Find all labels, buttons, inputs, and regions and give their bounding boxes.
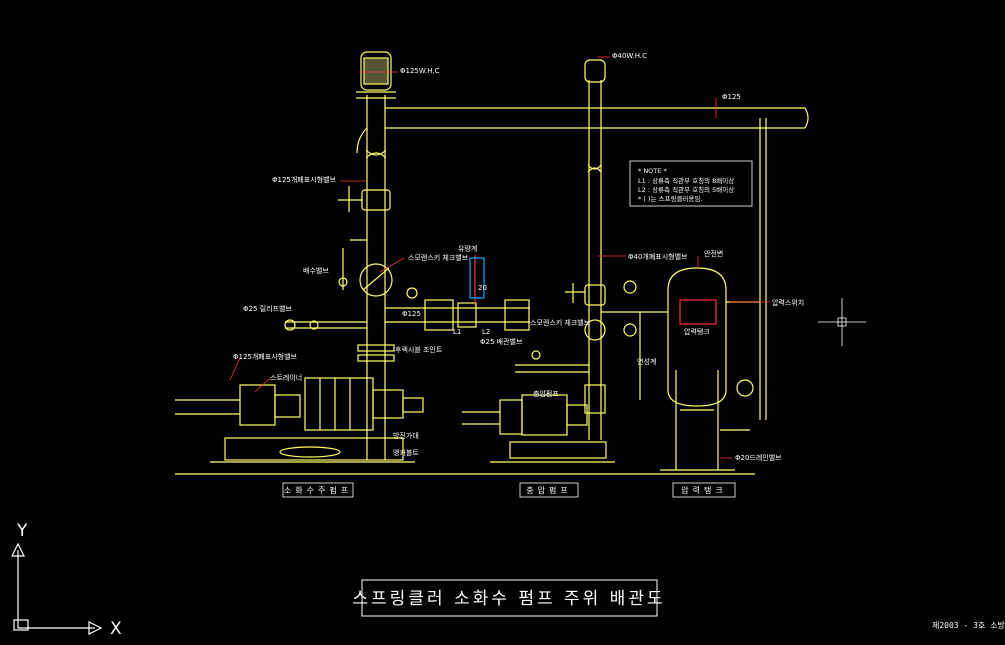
label-check-valve: 스모렌스키 체크밸브 [408, 253, 469, 262]
label-pipe-125-mid: Φ125 [402, 310, 421, 318]
label-small-vent: Φ40W.H.C [612, 52, 647, 60]
caption-jockey-pump: 충압펌프 [526, 485, 571, 495]
label-drain: Φ20드레인밸브 [735, 453, 782, 462]
note-line-2: L2 : 상류측 직관부 호칭의 5배이상 [638, 185, 734, 194]
label-pressure-switch: 압력스위치 [772, 298, 804, 307]
corner-sheet-text: 제2003 - 3호 소방시 [932, 620, 1005, 630]
equipment-captions: 소화수주펌프 충압펌프 압력탱크 [282, 482, 736, 498]
label-dim-l2: L2 [482, 328, 490, 336]
note-line-3: * ( )는 스프링클러용임. [638, 194, 702, 203]
label-pump-base: 방진가대 [393, 431, 419, 440]
label-flow-meter: 유량계 [458, 244, 477, 253]
drawing-title: 스프링클러 소화수 펌프 주위 배관도 [352, 589, 665, 609]
label-strainer: 스트레이너 [270, 373, 302, 382]
label-tank-name: 압력탱크 [684, 327, 710, 336]
label-flex-joint: 후렉시블 조인트 [395, 345, 443, 354]
label-check-valve-2: 스모렌스키 체크밸브 [530, 318, 591, 327]
caption-pressure-tank: 압력탱크 [681, 485, 726, 495]
label-flow-bracket: 20 [478, 284, 487, 292]
label-dim-l1: L1 [453, 328, 461, 336]
label-jockey-valve: Φ40개폐표시형밸브 [628, 252, 688, 261]
label-safety-valve: 안전변 [704, 249, 723, 258]
label-relief-valve: Φ25 릴리프밸브 [243, 304, 292, 313]
note-heading: * NOTE * [638, 167, 667, 175]
pipe-network [175, 51, 809, 475]
label-jockey: 충압펌프 [533, 389, 559, 398]
cad-crosshair [818, 298, 866, 346]
ucs-y-label: Y [16, 521, 28, 541]
label-pressure-gauge: 연성계 [637, 357, 656, 366]
label-anchor-bolt: 앵커볼트 [393, 448, 419, 457]
leader-lines [229, 56, 770, 459]
caption-fire-pump: 소화수주펌프 [284, 485, 352, 495]
note-line-1: L1 : 상류측 직관부 호칭의 8배이상 [638, 176, 734, 185]
label-main-vent: Φ125W.H.C [400, 67, 440, 75]
note-box: * NOTE * L1 : 상류측 직관부 호칭의 8배이상 L2 : 상류측 … [629, 160, 753, 207]
label-discharge-valve: Φ125개폐표시형밸브 [272, 175, 337, 184]
component-labels: Φ125W.H.C Φ40W.H.C Φ125 Φ125개폐표시형밸브 배수밸브… [233, 52, 804, 462]
label-suction-valve: Φ125개폐표시형밸브 [233, 352, 298, 361]
label-drain-valve: 배수밸브 [303, 266, 329, 275]
ucs-x-label: X [110, 619, 122, 639]
label-header-pipe: Φ125 [722, 93, 741, 101]
drawing-title-block: 스프링클러 소화수 펌프 주위 배관도 [352, 579, 665, 617]
ucs-icon: Y X [11, 521, 122, 639]
label-test-valve: Φ25 배관밸브 [480, 337, 523, 346]
